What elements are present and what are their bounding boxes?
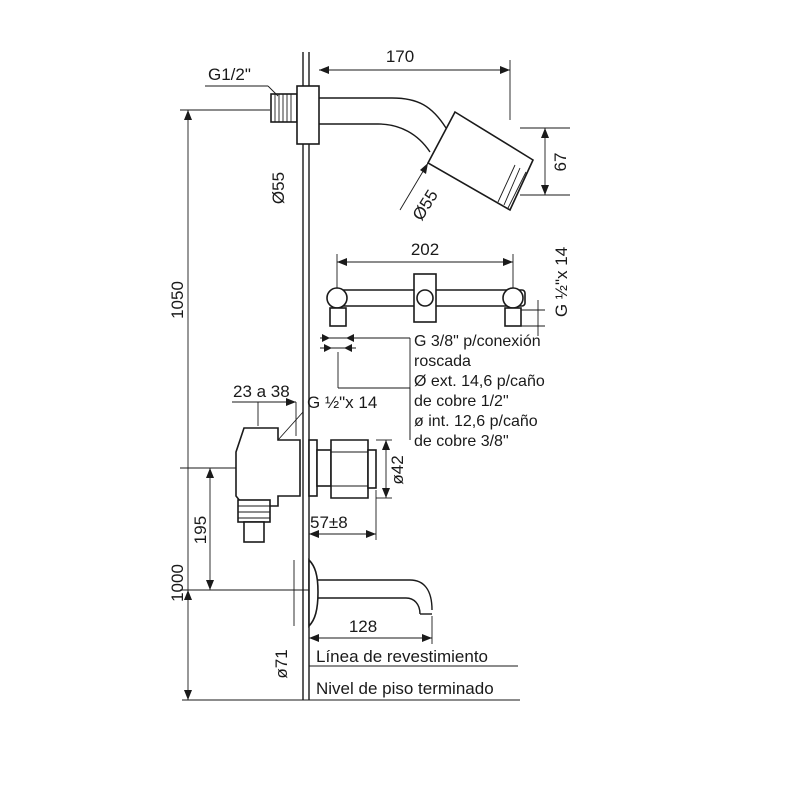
valve-projection-label: 57±8 [310, 513, 348, 532]
valve-thread-leader: G ½"x 14 [277, 393, 377, 441]
connection-leader [320, 334, 411, 440]
connection-note-line-5: ø int. 12,6 p/caño [414, 413, 538, 430]
shower-head [426, 110, 535, 212]
connection-note-line-1: G 3/8" p/conexión [414, 333, 541, 350]
dim-170: 170 [308, 47, 511, 120]
dim-spout-flange: ø71 [272, 560, 295, 679]
spout-height-label: 1000 [168, 564, 187, 602]
dim-head-diameter: Ø55 [399, 162, 442, 224]
valve-height-label: 195 [191, 516, 210, 544]
wall-finish-line [302, 52, 310, 700]
spout [308, 558, 433, 628]
connection-note-line-3: Ø ext. 14,6 p/caño [414, 373, 545, 390]
connection-note-line-6: de cobre 3/8" [414, 433, 509, 450]
handle-diameter-label: ø42 [388, 455, 407, 484]
wall-finish-label: Línea de revestimiento [316, 647, 488, 666]
dim-202: 202 [336, 240, 514, 288]
thread-leader: G1/2" [205, 65, 279, 97]
connection-note: G 3/8" p/conexión roscada Ø ext. 14,6 p/… [414, 333, 545, 450]
mixer-side-thread: G ½"x 14 [521, 247, 571, 336]
dim-202-label: 202 [411, 240, 439, 259]
floor-level-ref: Nivel de piso terminado [182, 679, 520, 701]
depth-range-label: 23 a 38 [233, 382, 290, 401]
shower-height-label: 1050 [168, 281, 187, 319]
floor-level-label: Nivel de piso terminado [316, 679, 494, 698]
spout-length-label: 128 [349, 617, 377, 636]
shower-thread-label: G1/2" [208, 65, 251, 84]
dim-67-label: 67 [551, 153, 570, 172]
head-diameter-label: Ø55 [409, 186, 442, 223]
dim-195: 195 [180, 467, 236, 590]
dim-128: 128 [309, 616, 433, 644]
connection-note-line-2: roscada [414, 353, 471, 370]
dim-67: 67 [520, 127, 570, 196]
mixer-side-thread-label: G ½"x 14 [552, 247, 571, 317]
connection-note-line-4: de cobre 1/2" [414, 393, 509, 410]
wall-finish-ref: Línea de revestimiento [309, 647, 518, 667]
dim-170-label: 170 [386, 47, 414, 66]
valve-thread-label: G ½"x 14 [307, 393, 377, 412]
flange-diameter-label: Ø55 [269, 172, 288, 204]
valve-body [235, 427, 377, 543]
dim-flange-diameter: Ø55 [269, 86, 298, 204]
dim-1000: 1000 [168, 564, 309, 602]
dim-depth-range: 23 a 38 [232, 382, 297, 436]
shower-arm [270, 85, 447, 153]
spout-flange-label: ø71 [272, 649, 291, 678]
dim-handle-diameter: ø42 [376, 439, 407, 499]
dim-valve-projection: 57±8 [309, 490, 377, 540]
mixer-body [326, 273, 526, 327]
dim-1050: 1050 [168, 109, 270, 700]
